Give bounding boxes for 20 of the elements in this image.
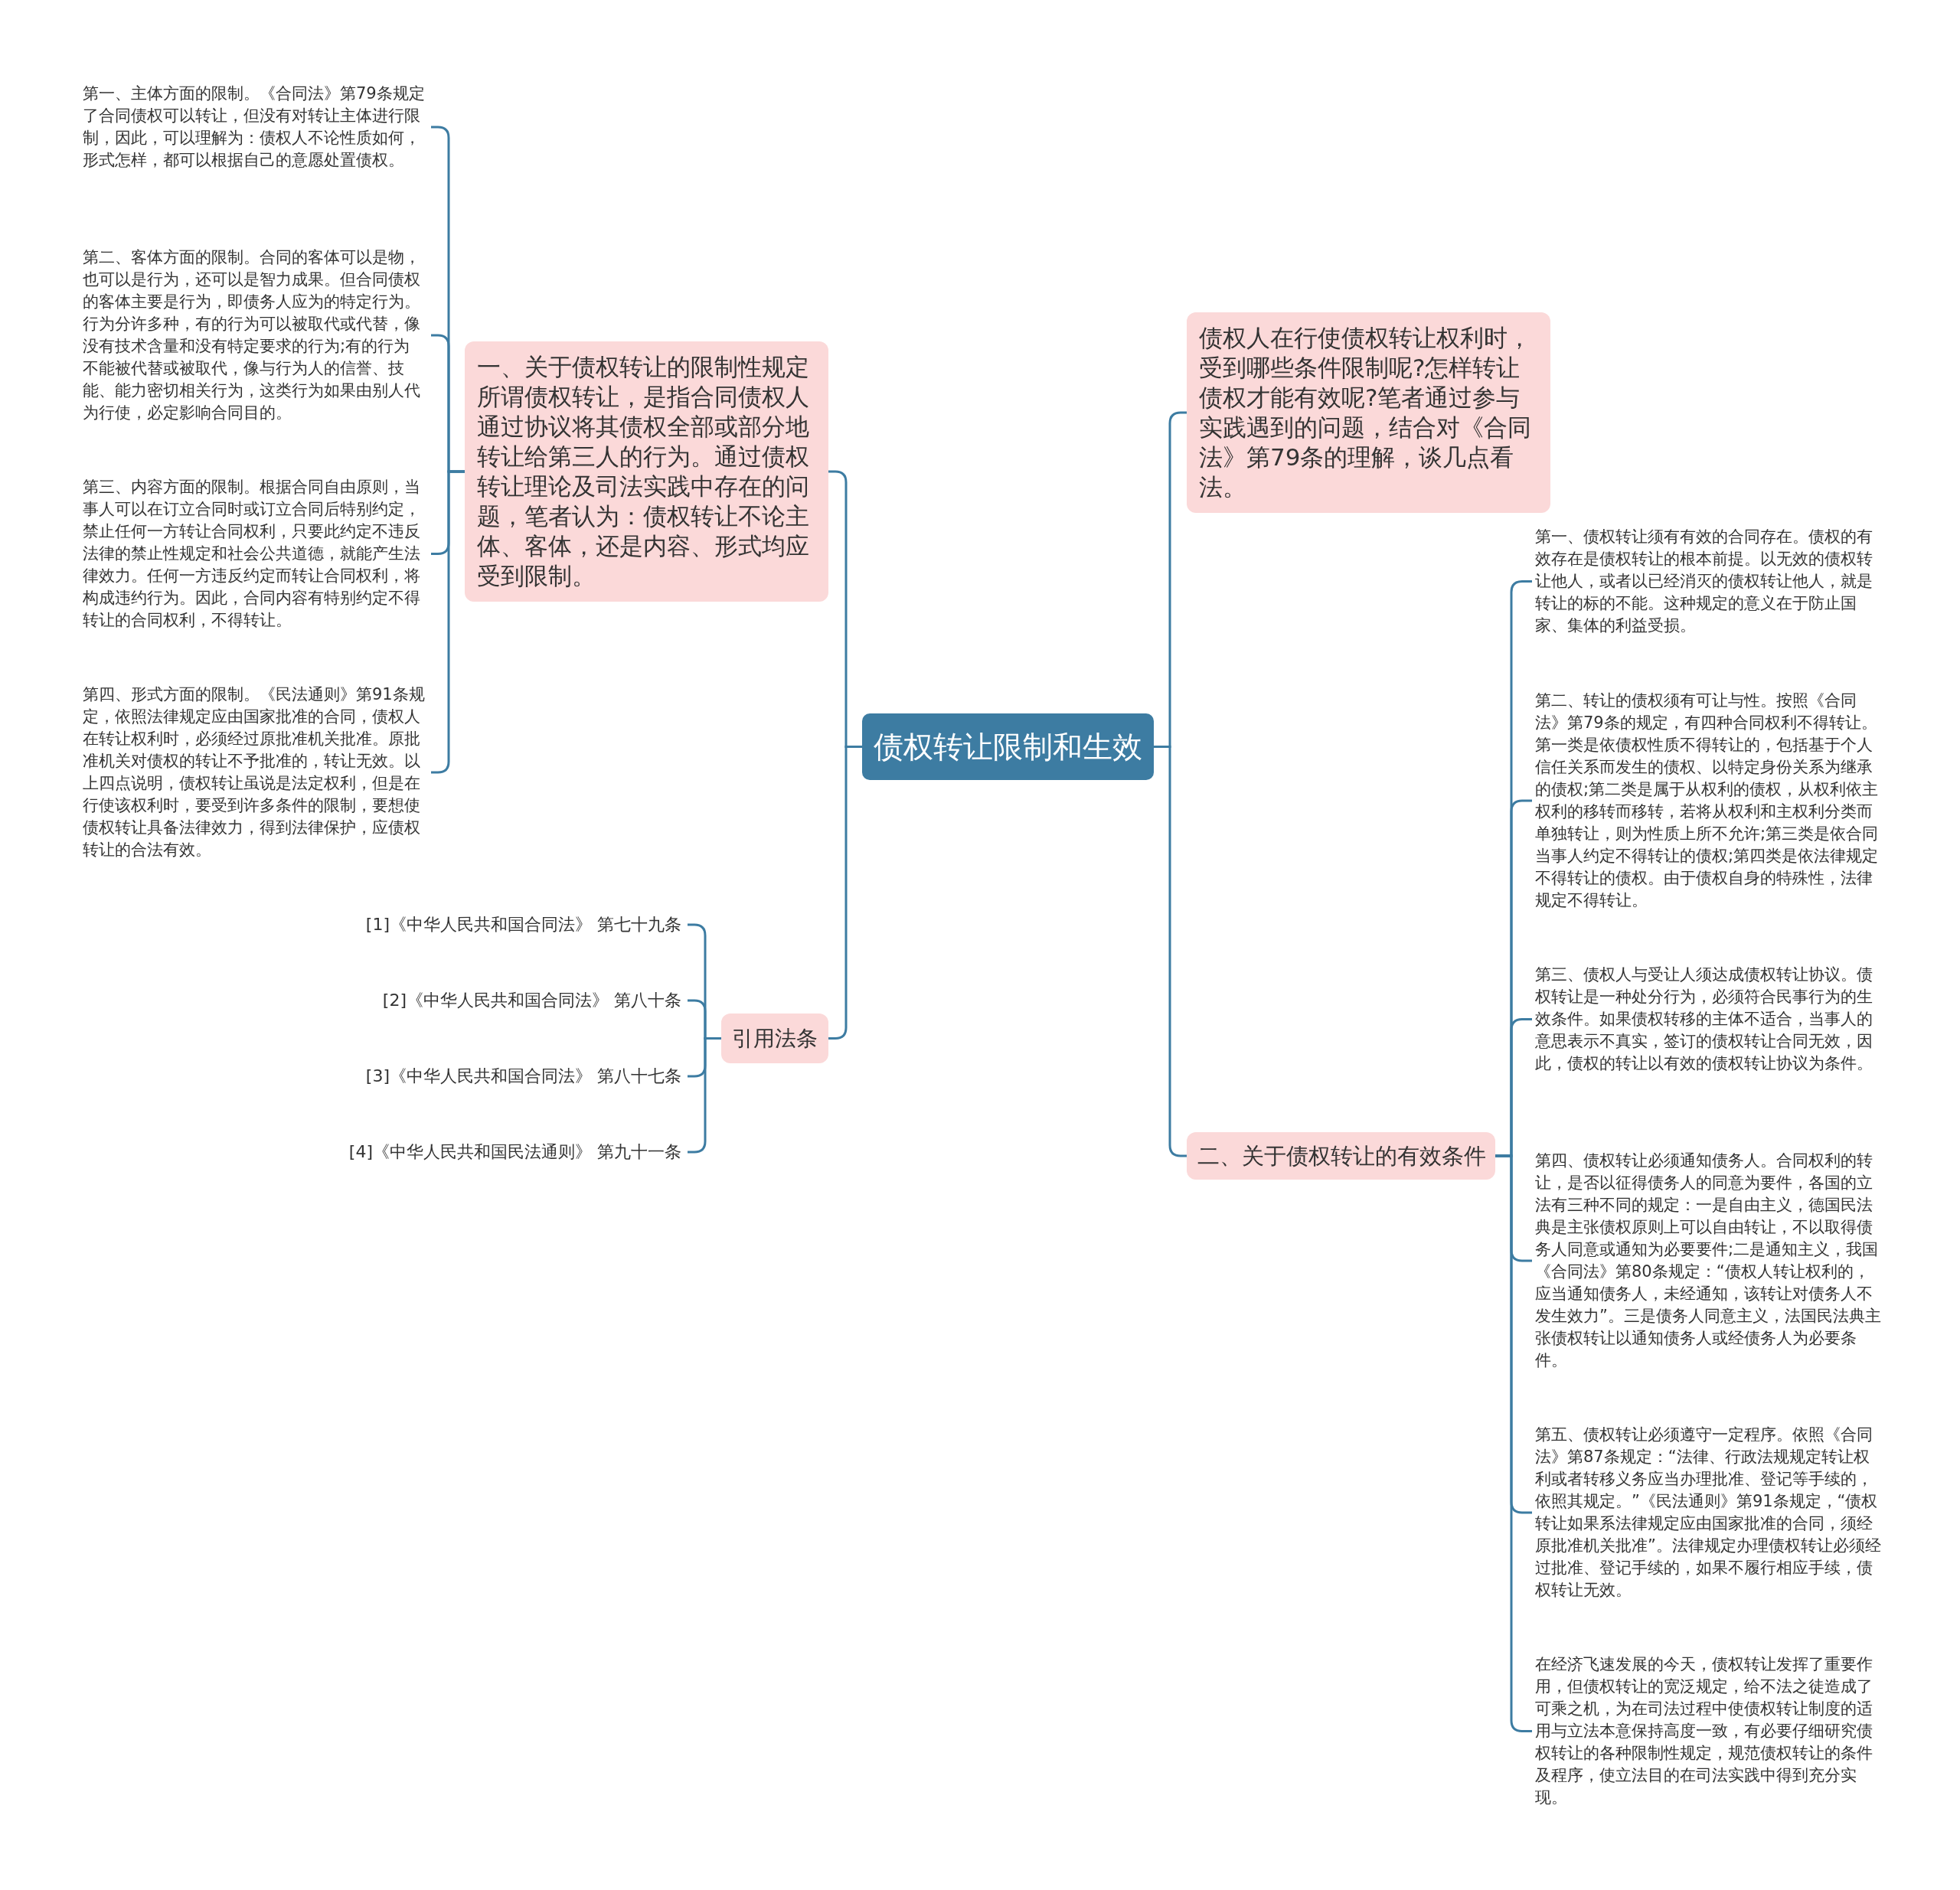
note-text: 在经济飞速发展的今天，债权转让发挥了重要作用，但债权转让的宽泛规定，给不法之徒造成了可乘之机，为在司法过程中使债权转让制度的适用与立法本意保持高度一致，有必要仔细研究债权转让的各种限制性规定，规范债权转让的条件及程序，使立法目的在司法实践中得到充分实现。 — [1535, 1653, 1881, 1809]
citation-text: [2]《中华人民共和国合同法》 第八十条 — [337, 989, 681, 1012]
note-text: 第二、客体方面的限制。合同的客体可以是物，也可以是行为，还可以是智力成果。但合同债权的客体主要是行为，即债务人应为的特定行为。行为分许多种，有的行为可以被取代或代替，像没有技术含量和没有特定要求的行为;有的行为不能被代替或被取代，像与行为人的信誉、技能、能力密切相关行为，这类行为如果由别人代为行使，必定影响合同目的。 — [83, 246, 425, 424]
note-text: 第二、转让的债权须有可让与性。按照《合同法》第79条的规定，有四种合同权利不得转让。第一类是依债权性质不得转让的，包括基于个人信任关系而发生的债权、以特定身份关系为继承的债权;第二类是属于从权利的债权，从权利依主权利的移转而移转，若将从权利和主权利分类而单独转让，则为性质上所不允许;第三类是依合同当事人约定不得转让的债权;第四类是依法律规定不得转让的债权。由于债权自身的特殊性，法律规定不得转让。 — [1535, 690, 1881, 912]
note-text: 第三、债权人与受让人须达成债权转让协议。债权转让是一种处分行为，必须符合民事行为的生效条件。如果债权转移的主体不适合，当事人的意思表示不真实，签订的债权转让合同无效，因此，债权的转让以有效的债权转让协议为条件。 — [1535, 964, 1881, 1075]
note-text: 第三、内容方面的限制。根据合同自由原则，当事人可以在订立合同时或订立合同后特别约定，禁止任何一方转让合同权利，只要此约定不违反法律的禁止性规定和社会公共道德，就能产生法律效力。任何一方违反约定而转让合同权利，将构成违约行为。因此，合同内容有特别约定不得转让的合同权利，不得转让。 — [83, 476, 425, 632]
note-text: 第五、债权转让必须遵守一定程序。依照《合同法》第87条规定：“法律、行政法规规定转让权利或者转移义务应当办理批准、登记等手续的，依照其规定。”《民法通则》第91条规定，“债权转让如果系法律规定应由国家批准的合同，须经原批准机关批准”。法律规定办理债权转让必须经过批准、登记手续的，如果不履行相应手续，债权转让无效。 — [1535, 1424, 1881, 1601]
note-text: 第四、债权转让必须通知债务人。合同权利的转让，是否以征得债务人的同意为要件，各国的立法有三种不同的规定：一是自由主义，德国民法典是主张债权原则上可以自由转让，不以取得债务人同意或通知为必要要件;二是通知主义，我国《合同法》第80条规定：“债权人转让权利的，应当通知债务人，未经通知，该转让对债务人不发生效力”。三是债务人同意主义，法国民法典主张债权转让以通知债务人或经债务人为必要条件。 — [1535, 1150, 1881, 1372]
citation-text: [4]《中华人民共和国民法通则》 第九十一条 — [337, 1141, 681, 1164]
topic-box: 引用法条 — [721, 1014, 828, 1063]
topic-box: 二、关于债权转让的有效条件 — [1187, 1132, 1495, 1180]
topic-box: 债权人在行使债权转让权利时，受到哪些条件限制呢?怎样转让债权才能有效呢?笔者通过参与实践遇到的问题，结合对《合同法》第79条的理解，谈几点看法。 — [1187, 312, 1550, 513]
note-text: 第四、形式方面的限制。《民法通则》第91条规定，依照法律规定应由国家批准的合同，债权人在转让权利时，必须经过原批准机关批准。原批准机关对债权的转让不予批准的，转让无效。以上四点说明，债权转让虽说是法定权利，但是在行使该权利时，要受到许多条件的限制，要想使债权转让具备法律效力，得到法律保护，应债权转让的合法有效。 — [83, 684, 425, 861]
topic-box: 一、关于债权转让的限制性规定所谓债权转让，是指合同债权人通过协议将其债权全部或部分地转让给第三人的行为。通过债权转让理论及司法实践中存在的问题，笔者认为：债权转让不论主体、客体，还是内容、形式均应受到限制。 — [465, 341, 828, 602]
citation-text: [3]《中华人民共和国合同法》 第八十七条 — [337, 1065, 681, 1088]
central-topic-box: 债权转让限制和生效 — [862, 713, 1154, 780]
citation-text: [1]《中华人民共和国合同法》 第七十九条 — [337, 913, 681, 936]
note-text: 第一、债权转让须有有效的合同存在。债权的有效存在是债权转让的根本前提。以无效的债权转让他人，或者以已经消灭的债权转让他人，就是转让的标的不能。这种规定的意义在于防止国家、集体的利益受损。 — [1535, 526, 1881, 637]
connector-line — [828, 746, 862, 1040]
note-text: 第一、主体方面的限制。《合同法》第79条规定了合同债权可以转让，但没有对转让主体进行限制，因此，可以理解为：债权人不论性质如何，形式怎样，都可以根据自己的意愿处置债权。 — [83, 83, 425, 171]
